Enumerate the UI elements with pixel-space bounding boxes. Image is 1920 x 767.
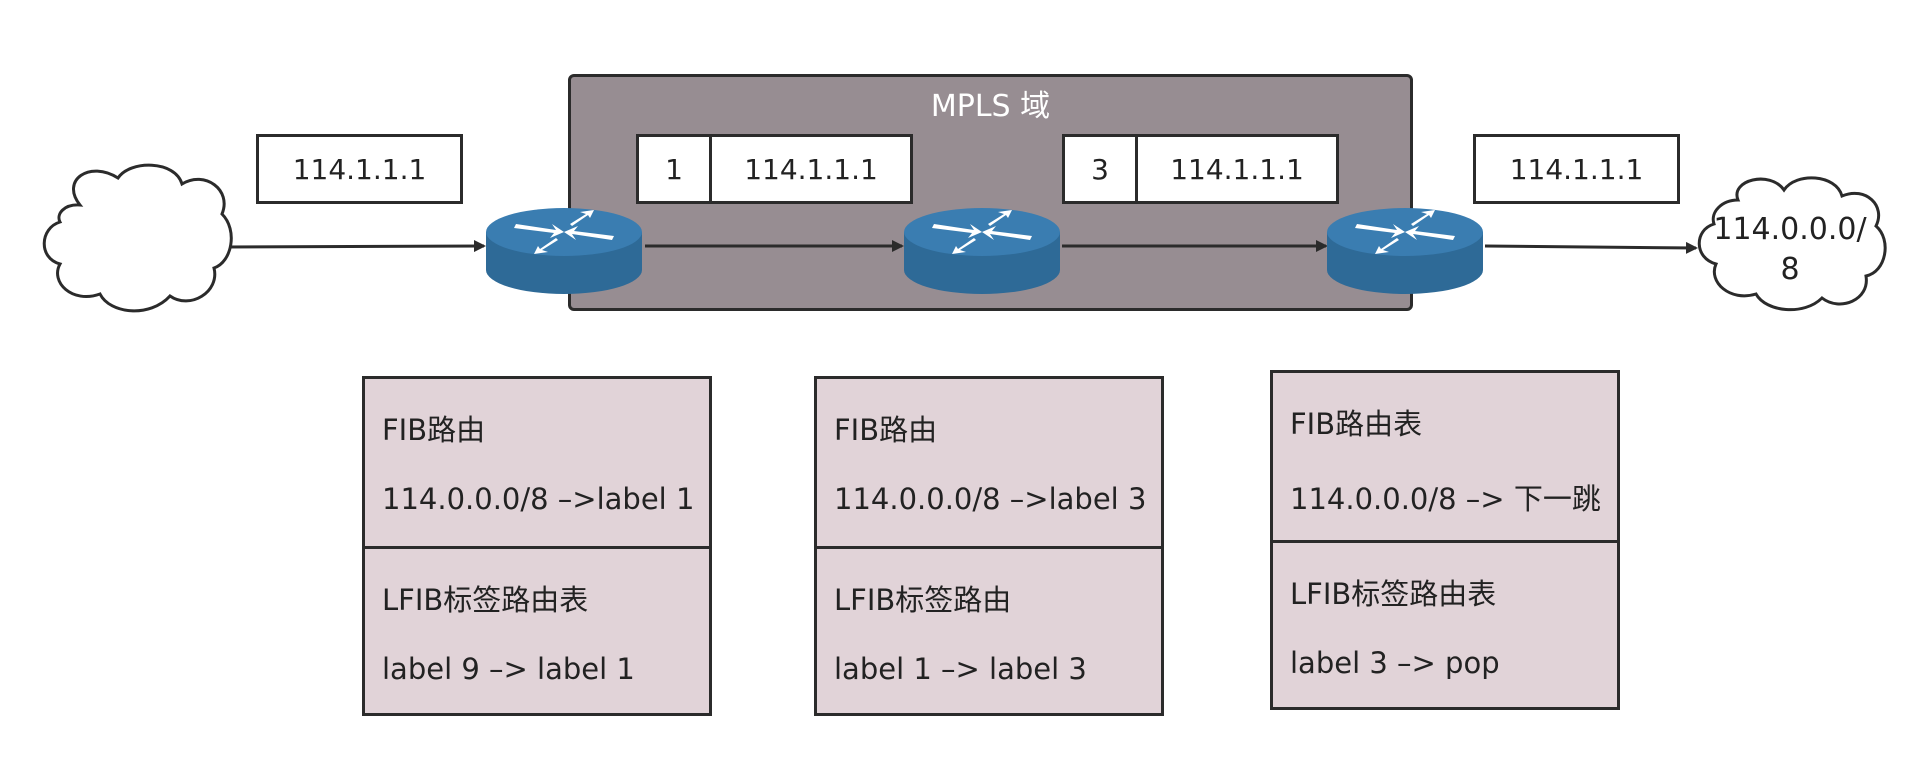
lfib-title: LFIB标签路由 (834, 583, 1012, 617)
router-1-tables: FIB路由 114.0.0.0/8 –>label 1 LFIB标签路由表 la… (362, 376, 712, 716)
packet-label: 1 (639, 137, 712, 201)
destination-line-1: 114.0.0.0/ (1713, 212, 1867, 247)
destination-cloud-icon (1697, 176, 1887, 312)
lfib-title: LFIB标签路由表 (382, 583, 589, 617)
lfib-section: LFIB标签路由表 label 9 –> label 1 (365, 546, 709, 713)
link-r3-dest (1484, 241, 1698, 254)
packet-ip: 114.1.1.1 (1170, 152, 1304, 186)
router-1-icon (486, 208, 642, 294)
lfib-title: LFIB标签路由表 (1290, 577, 1497, 611)
packet-ip: 114.1.1.1 (1509, 152, 1644, 186)
fib-entry: 114.0.0.0/8 –>label 1 (382, 482, 695, 516)
fib-title: FIB路由表 (1290, 407, 1423, 441)
packet-labeled-3: 3 114.1.1.1 (1062, 134, 1339, 204)
packet-ingress: 114.1.1.1 (256, 134, 463, 204)
router-3-icon (1327, 208, 1483, 294)
lfib-entry: label 1 –> label 3 (834, 652, 1087, 686)
fib-entry: 114.0.0.0/8 –>label 3 (834, 482, 1147, 516)
source-cloud-icon (42, 163, 233, 313)
mpls-domain-title: MPLS 域 (930, 89, 1051, 124)
packet-ip: 114.1.1.1 (744, 152, 878, 186)
lfib-section: LFIB标签路由 label 1 –> label 3 (817, 546, 1161, 713)
lfib-entry: label 3 –> pop (1290, 646, 1500, 680)
router-3-tables: FIB路由表 114.0.0.0/8 –> 下一跳 LFIB标签路由表 labe… (1270, 370, 1620, 710)
router-2-tables: FIB路由 114.0.0.0/8 –>label 3 LFIB标签路由 lab… (814, 376, 1164, 716)
fib-section: FIB路由表 114.0.0.0/8 –> 下一跳 (1273, 373, 1617, 540)
packet-ip: 114.1.1.1 (292, 152, 427, 186)
destination-line-2: 8 (1780, 252, 1800, 287)
fib-entry: 114.0.0.0/8 –> 下一跳 (1290, 482, 1601, 516)
fib-title: FIB路由 (382, 413, 486, 447)
packet-labeled-1: 1 114.1.1.1 (636, 134, 913, 204)
packet-egress: 114.1.1.1 (1473, 134, 1680, 204)
link-source-r1 (225, 240, 486, 253)
lfib-entry: label 9 –> label 1 (382, 652, 635, 686)
packet-label: 3 (1065, 137, 1138, 201)
fib-section: FIB路由 114.0.0.0/8 –>label 3 (817, 379, 1161, 546)
lfib-section: LFIB标签路由表 label 3 –> pop (1273, 540, 1617, 707)
router-2-icon (904, 208, 1060, 294)
destination-network-label: 114.0.0.0/ 8 (1710, 210, 1870, 290)
fib-title: FIB路由 (834, 413, 938, 447)
fib-section: FIB路由 114.0.0.0/8 –>label 1 (365, 379, 709, 546)
